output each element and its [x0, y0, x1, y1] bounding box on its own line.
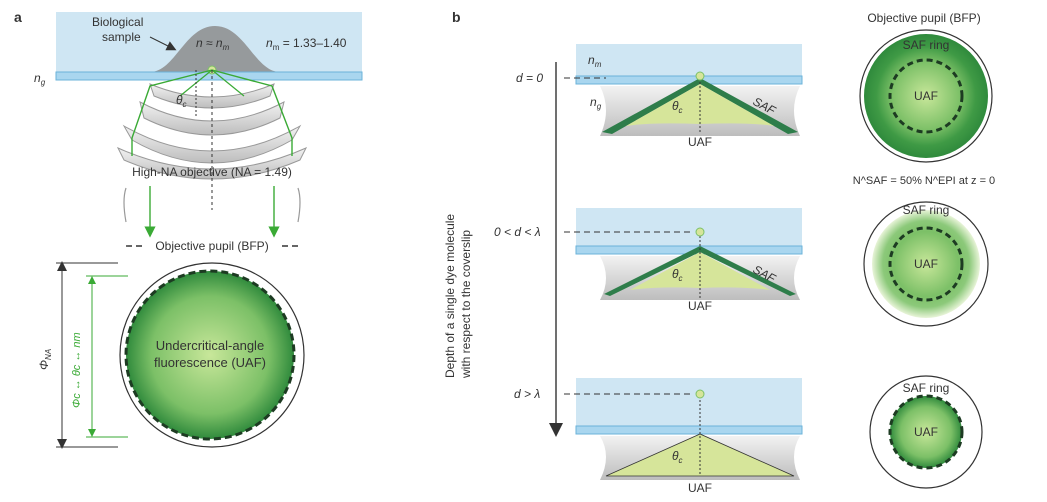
- lens-element-1: [149, 83, 275, 109]
- ng-a-sub: g: [41, 78, 46, 87]
- coverslip-row3: [575, 425, 803, 435]
- sample-pointer-arrow: [149, 36, 177, 51]
- depth-label-row2: 0 < d < λ: [494, 225, 541, 239]
- uaf-center-row2: UAF: [914, 257, 938, 271]
- axis-label-line2: with respect to the coverslip: [459, 230, 473, 379]
- theta-r1-sub: c: [679, 106, 683, 115]
- equation-label: N^SAF = 50% N^EPI at z = 0: [853, 175, 995, 187]
- saf-wedge-row1: [602, 78, 798, 134]
- saf-ring-row1: [864, 34, 988, 158]
- medium-row2: [576, 208, 802, 246]
- sample-label-line1: Biological: [92, 15, 143, 29]
- pupil-row3: SAF ring UAF: [869, 375, 983, 489]
- phi-c-label: Φc ↔ θc ↔ nm: [71, 332, 83, 408]
- theta-row1: θc: [672, 99, 683, 115]
- theta-r3-sub: c: [679, 456, 683, 465]
- medium-row3: [576, 378, 802, 426]
- n-equal-label: n ≈ nm: [196, 36, 230, 52]
- n-equal-sub: m: [223, 43, 230, 52]
- uaf-cone-row1: [626, 84, 774, 126]
- saf-ring-row2: [872, 210, 980, 318]
- emitter-row1: [695, 71, 705, 81]
- nm-b-sub: m: [595, 60, 602, 69]
- theta-row2: θc: [672, 267, 683, 283]
- theta-r2-main: θ: [672, 267, 679, 281]
- emitter-row2: [695, 227, 705, 237]
- uaf-cone-row2: [630, 252, 770, 290]
- uaf-label-line2: fluorescence (UAF): [154, 355, 266, 370]
- beam-right-outer: [297, 187, 301, 223]
- nm-range-sub: m: [273, 43, 280, 52]
- beam-left-outer: [123, 187, 127, 223]
- theta-r1-main: θ: [672, 99, 679, 113]
- bfp-title-b: Objective pupil (BFP): [867, 11, 980, 25]
- axis-label-line1: Depth of a single dye molecule: [443, 214, 457, 378]
- depth-label-row1: d = 0: [516, 71, 543, 85]
- biological-sample-shape: [150, 26, 280, 72]
- ray-right-inner: [211, 69, 245, 97]
- theta-a-sub: c: [183, 100, 187, 109]
- nm-range-val: = 1.33–1.40: [279, 36, 346, 50]
- panel-b-letter: b: [452, 9, 461, 25]
- saf-ring-label-row3: SAF ring: [903, 381, 950, 395]
- theta-row3: θc: [672, 449, 683, 465]
- ng-label-a: ng: [34, 71, 46, 87]
- coverslip-row1: [575, 75, 803, 85]
- n-equal-main: n ≈ n: [196, 36, 223, 50]
- phi-na-sub: NA: [44, 349, 53, 360]
- ray-left-upper: [131, 69, 213, 156]
- ng-b-sub: g: [597, 102, 602, 111]
- uaf-center-row3: UAF: [914, 425, 938, 439]
- row-d0: d = 0 nm ng θc SAF UAF: [516, 44, 803, 149]
- lens-element-4: [116, 146, 308, 180]
- theta-a-main: θ: [176, 93, 183, 107]
- sample-label-line2: sample: [102, 30, 141, 44]
- row-d-far: d > λ θc UAF: [514, 378, 803, 495]
- nm-range-n: n: [266, 36, 273, 50]
- uaf-label-row1: UAF: [688, 135, 712, 149]
- nm-label-b: nm: [588, 53, 602, 69]
- uaf-label-line1: Undercritical-angle: [156, 338, 264, 353]
- ray-right-upper: [211, 69, 293, 156]
- uaf-center-row1: UAF: [914, 89, 938, 103]
- panel-a-letter: a: [14, 9, 22, 25]
- ng-a-n: n: [34, 71, 41, 85]
- uaf-cone-row3: [605, 433, 795, 477]
- row-d-mid: 0 < d < λ θc SAF UAF: [494, 208, 803, 313]
- uaf-label-row2: UAF: [688, 299, 712, 313]
- nm-b-n: n: [588, 53, 595, 67]
- uaf-disk-a: [124, 269, 296, 441]
- ng-b-n: n: [590, 95, 597, 109]
- depth-label-row3: d > λ: [514, 387, 540, 401]
- uaf-disk-row3: [888, 394, 964, 470]
- theta-label-a: θc: [176, 93, 187, 109]
- critical-circle-row2: [888, 226, 964, 302]
- lens-element-2: [139, 101, 285, 136]
- phi-na-label: ΦNA: [37, 349, 53, 370]
- emitter-row3: [695, 389, 705, 399]
- bfp-label-a: Objective pupil (BFP): [155, 239, 268, 253]
- nm-range-label: nm = 1.33–1.40: [266, 36, 347, 52]
- critical-circle-row1: [888, 58, 964, 134]
- ng-label-b: ng: [590, 95, 602, 111]
- saf-ring-label-row2: SAF ring: [903, 203, 950, 217]
- medium-row1: [576, 44, 802, 76]
- pupil-row2: SAF ring UAF: [863, 201, 989, 327]
- objective-label: High-NA objective (NA = 1.49): [132, 165, 292, 179]
- theta-r3-main: θ: [672, 449, 679, 463]
- theta-r2-sub: c: [679, 274, 683, 283]
- phi-na-main: Φ: [37, 360, 51, 370]
- pupil-row1: SAF ring UAF: [859, 29, 993, 163]
- saf-ring-label-row1: SAF ring: [903, 38, 950, 52]
- uaf-label-row3: UAF: [688, 481, 712, 495]
